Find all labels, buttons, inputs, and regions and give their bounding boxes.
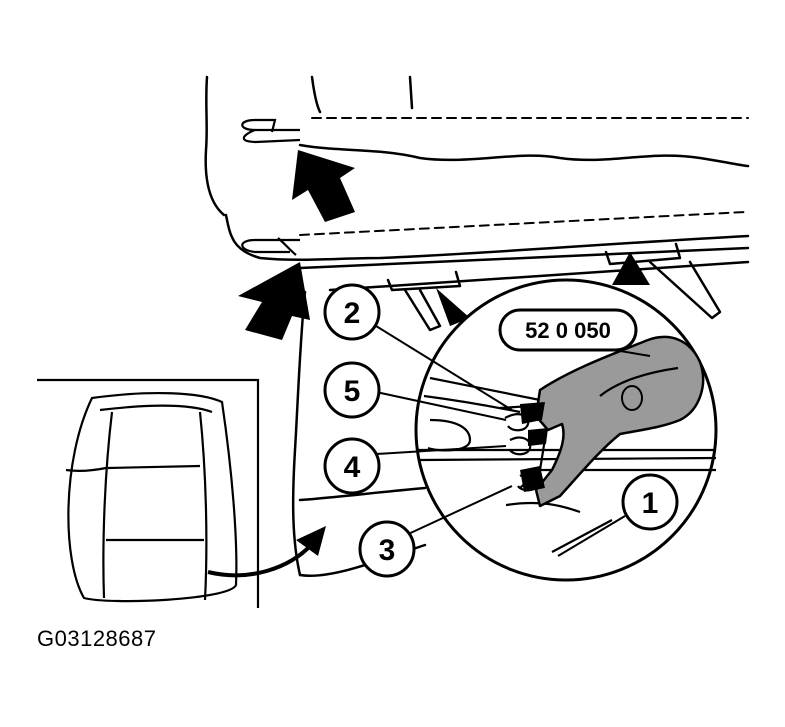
callout-1-label: 1 [642,487,659,520]
callout-4: 4 [323,437,381,495]
callout-3-label: 3 [379,534,396,567]
tool-number-tag: 52 0 050 [498,308,638,352]
figure-id: G03128687 [37,626,157,651]
wire-clip-upper [241,118,301,144]
callout-2: 2 [323,283,381,341]
callout-4-label: 4 [344,451,361,484]
callout-2-label: 2 [344,297,361,330]
callout-leaders [375,325,651,557]
upward-arrow-icon [612,252,650,285]
curved-arrow-icon [207,542,314,578]
seat-overview-inset [37,378,260,608]
callout-1: 1 [621,473,679,531]
callout-5: 5 [323,361,381,419]
wire-clip-lower [241,237,300,256]
pointer-arrow-icon [436,288,470,326]
upward-arrow-icon [292,150,355,222]
special-tool-pliers [534,335,705,508]
callout-3: 3 [358,520,416,578]
upward-arrow-icon [238,262,310,340]
arrowhead-icon [296,526,326,556]
tool-number-label: 52 0 050 [525,318,611,343]
callout-5-label: 5 [344,375,361,408]
